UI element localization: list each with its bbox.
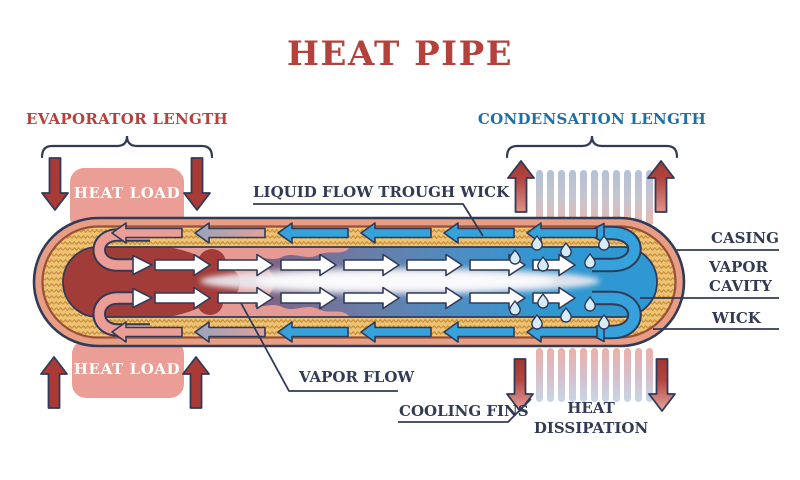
vapor-flow-arrows xyxy=(154,253,576,310)
heat-in-arrows xyxy=(40,157,211,409)
cooling-fins-top xyxy=(536,170,653,226)
heat-out-arrows xyxy=(506,160,676,412)
cooling-fins-bottom xyxy=(536,348,653,402)
wick-label: WICK xyxy=(712,309,761,327)
liquid-flow-leader xyxy=(253,203,484,237)
section-braces xyxy=(40,135,679,159)
heat-dissipation-label: HEAT DISSIPATION xyxy=(533,399,649,437)
casing-label: CASING xyxy=(711,229,779,247)
vapor-cavity-label: VAPOR CAVITY xyxy=(709,258,773,295)
evaporator-length-label: EVAPORATOR LENGTH xyxy=(25,110,229,128)
heat-load-blocks xyxy=(70,168,184,398)
heat-load-label-bottom: HEAT LOAD xyxy=(73,360,181,378)
liquid-flow-arrows-bottom xyxy=(111,321,598,343)
evaporator-brace xyxy=(40,135,214,159)
condensation-length-label: CONDENSATION LENGTH xyxy=(477,110,707,128)
liquid-flow-label: LIQUID FLOW TROUGH WICK xyxy=(253,183,510,201)
cooling-fins-label: COOLING FINS xyxy=(399,402,529,420)
leader-lines xyxy=(240,203,779,423)
heat-load-label-top: HEAT LOAD xyxy=(73,184,181,202)
vapor-flow-leader xyxy=(240,302,398,392)
vapor-cloud xyxy=(200,268,600,294)
vapor-flow-label: VAPOR FLOW xyxy=(299,368,415,386)
page-title: HEAT PIPE xyxy=(286,34,514,74)
condensation-brace xyxy=(505,135,679,159)
cooling-fins-leader xyxy=(398,398,532,423)
vapor-uturn-right xyxy=(585,222,642,343)
